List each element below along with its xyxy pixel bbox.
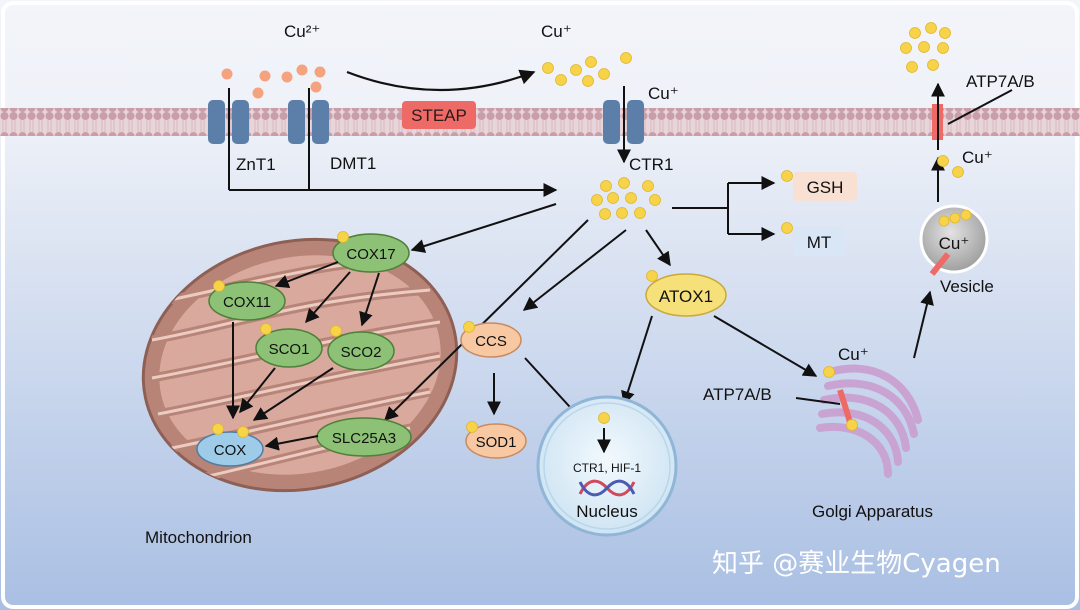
nucleus: CTR1, HIF-1 Nucleus	[536, 395, 678, 537]
cox11-label: COX11	[223, 294, 271, 311]
atox1-to-nucleus-arrow	[621, 315, 653, 406]
atp7ab-golgi-label: ATP7A/B	[703, 385, 772, 404]
sco2-label: SCO2	[341, 344, 382, 361]
cox-protein: COX	[196, 423, 264, 467]
mt-label: MT	[807, 233, 832, 252]
gsh-label: GSH	[807, 178, 844, 197]
atp7ab-exit-pointer	[947, 89, 1013, 125]
pool-to-atox1-arrow	[645, 229, 671, 267]
watermark: 知乎 @赛业生物Cyagen	[712, 549, 1001, 579]
sco2-to-cox-arrow	[252, 367, 334, 421]
atox1-label: ATOX1	[659, 287, 713, 306]
znt1-label: ZnT1	[236, 155, 276, 174]
cupric-ions	[221, 64, 326, 99]
dna-helix	[578, 479, 636, 497]
atp7ab-exit-label: ATP7A/B	[966, 72, 1035, 91]
gsh-copper	[781, 170, 793, 182]
golgi-to-vesicle-arrow	[913, 290, 934, 359]
sco1-to-cox-arrow	[239, 367, 276, 414]
dmt1-label: DMT1	[330, 154, 376, 173]
golgi-copper-2	[846, 419, 858, 431]
vesicle: Cu⁺	[919, 204, 989, 276]
golgi-label: Golgi Apparatus	[812, 502, 933, 521]
cuplus-vesicle-label: Cu⁺	[939, 234, 970, 253]
atp7ab-golgi-pointer	[795, 397, 841, 405]
cuplus-exit-label: Cu⁺	[962, 148, 993, 167]
ccs-protein: CCS	[460, 321, 522, 358]
mitochondrion-label: Mitochondrion	[145, 528, 252, 547]
nucleus-genes-label: CTR1, HIF-1	[573, 461, 641, 475]
pool-to-ccs-arrow	[522, 229, 627, 311]
cox17-to-cox11-arrow	[274, 261, 339, 288]
golgi-atp7ab-channel	[837, 389, 853, 423]
cuplus-golgi-label: Cu⁺	[838, 345, 869, 364]
vesicle-label: Vesicle	[940, 277, 994, 296]
steap-label: STEAP	[411, 106, 467, 125]
sco1-label: SCO1	[269, 341, 310, 358]
sod1-protein: SOD1	[465, 421, 527, 459]
steap-box	[402, 101, 476, 129]
cox17-label: COX17	[346, 246, 395, 263]
cox17-protein: COX17	[332, 231, 410, 273]
gsh-box	[793, 172, 857, 201]
slc25a3-protein: SLC25A3	[316, 417, 412, 457]
cuplus-top-label: Cu⁺	[541, 22, 572, 41]
ctr1-label: CTR1	[629, 155, 673, 174]
golgi-copper-1	[823, 366, 835, 378]
slc25a3-to-cox-arrow	[264, 435, 319, 451]
exit-copper-2	[952, 166, 964, 178]
pool-to-cox17-arrow	[410, 203, 557, 253]
dmt1-transporter	[288, 100, 329, 144]
golgi-apparatus	[816, 364, 922, 478]
cox-label: COX	[214, 442, 247, 459]
pool-to-slc25a3-arrow	[384, 219, 589, 421]
slc25a3-label: SLC25A3	[332, 430, 396, 447]
cox17-to-sco2-arrow	[359, 272, 380, 327]
mt-box	[793, 227, 845, 256]
gsh-mt-branch	[672, 183, 729, 234]
cuprous-ions-top	[542, 52, 632, 87]
exported-copper-ions	[900, 22, 951, 73]
cytosolic-copper-pool	[591, 177, 661, 220]
cox17-to-sco1-arrow	[305, 271, 351, 324]
cuplus-ctr1-label: Cu⁺	[648, 84, 679, 103]
exit-copper-1	[937, 155, 949, 167]
nucleus-label: Nucleus	[576, 502, 637, 521]
sco1-protein: SCO1	[255, 323, 323, 368]
atox1-protein: ATOX1	[645, 270, 727, 317]
mt-copper	[781, 222, 793, 234]
ctr1-transporter	[603, 100, 644, 144]
cox11-protein: COX11	[208, 280, 286, 321]
atox1-to-golgi-arrow	[713, 315, 818, 377]
sod1-label: SOD1	[476, 434, 517, 451]
znt1-transporter	[208, 100, 249, 144]
plasma-membrane	[0, 108, 1080, 136]
cu2plus-label: Cu²⁺	[284, 22, 320, 41]
sco2-protein: SCO2	[327, 325, 395, 371]
reduction-arrow	[346, 69, 536, 92]
ccs-label: CCS	[475, 333, 507, 350]
